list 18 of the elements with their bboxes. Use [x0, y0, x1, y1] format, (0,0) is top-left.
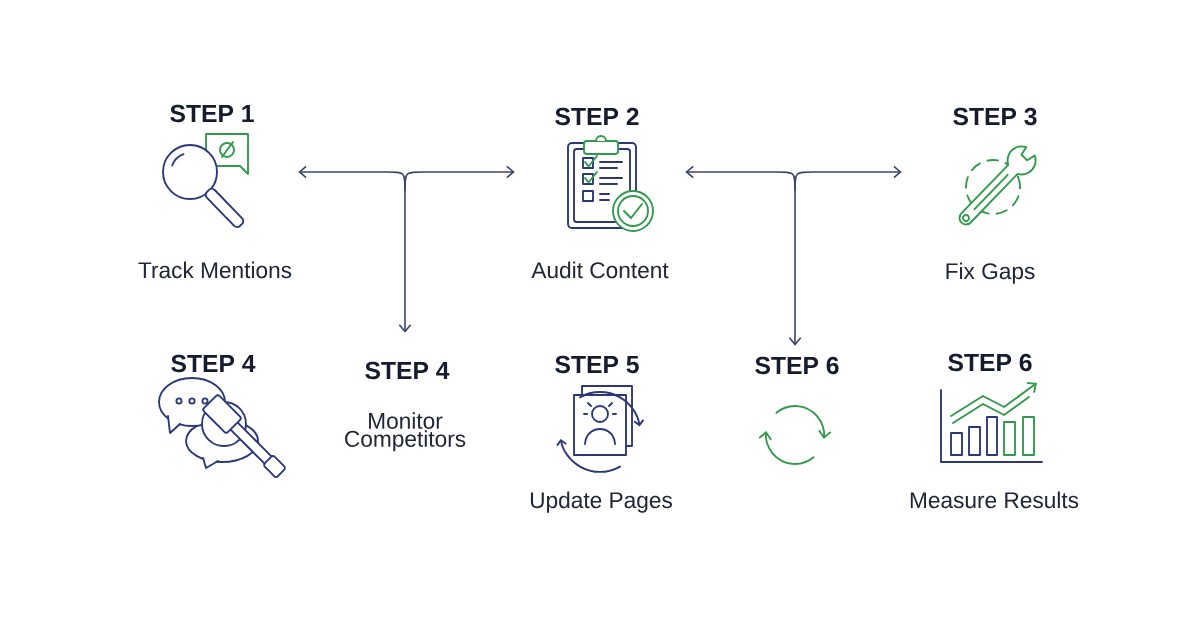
step-heading: STEP 6 [755, 356, 839, 375]
step-heading: STEP 5 [555, 355, 639, 374]
step-label: Monitor Competitors [345, 412, 466, 452]
step-label: Measure Results [910, 491, 1079, 509]
step-heading: STEP 4 [171, 354, 256, 373]
step-heading: STEP 4 [365, 361, 450, 380]
arrow [788, 189, 802, 346]
step-label: Track Mentions [138, 261, 292, 279]
step-heading: STEP 1 [170, 104, 254, 123]
step-label: Update Pages [530, 491, 672, 513]
arrow [794, 165, 902, 191]
step-label: Audit Content [531, 261, 669, 279]
step-heading: STEP 3 [953, 107, 1037, 126]
arrow [398, 189, 412, 333]
step-heading: STEP 2 [555, 107, 639, 126]
arrow [404, 165, 515, 191]
step-label: Fix Gaps [946, 262, 1035, 284]
step-heading: STEP 6 [948, 353, 1032, 372]
